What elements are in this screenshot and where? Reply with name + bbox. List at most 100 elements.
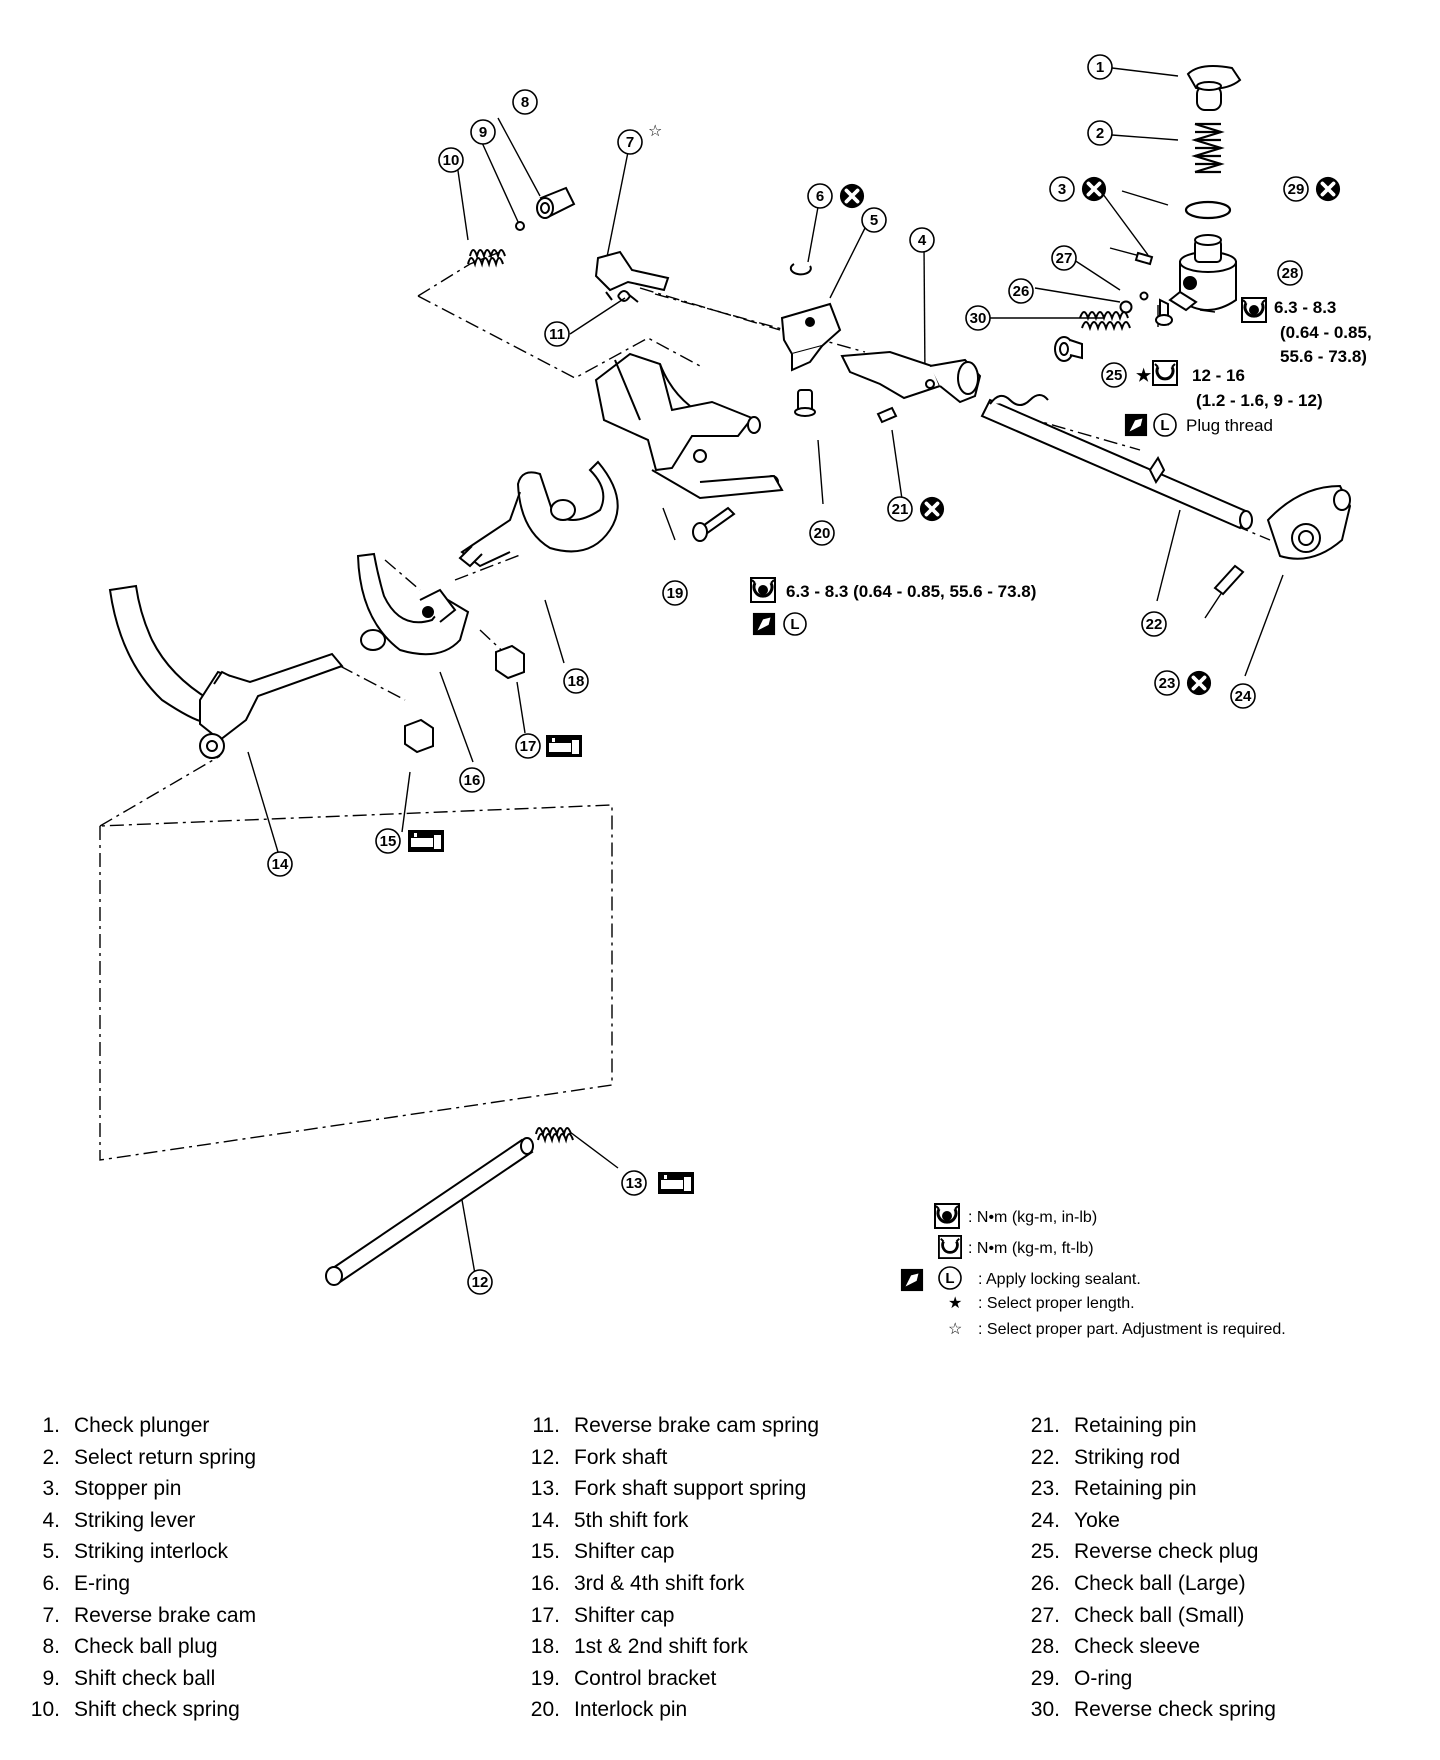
part-3-stopper-pin: [1134, 251, 1154, 266]
no-reuse-icon: [1315, 176, 1341, 202]
part-1-check-plunger: [1186, 65, 1242, 111]
callout-8: 8: [512, 89, 538, 115]
part-30-reverse-check-spring: [1079, 311, 1131, 332]
list-item: 30.Reverse check spring: [1030, 1698, 1276, 1722]
torque-wrench-icon: [938, 1235, 962, 1259]
list-item: 28.Check sleeve: [1030, 1635, 1201, 1659]
svg-text:6.3 - 8.3: 6.3 - 8.3: [1274, 298, 1336, 317]
spec-28: 6.3 - 8.3 (0.64 - 0.85, 55.6 - 73.8): [1241, 297, 1372, 366]
no-reuse-icon: [1186, 670, 1212, 696]
svg-text:: N•m (kg-m, in-lb): : N•m (kg-m, in-lb): [968, 1209, 1097, 1226]
leader-lines: [247, 67, 1284, 1275]
part-28-check-sleeve: [1168, 234, 1237, 312]
list-item: 1.Check plunger: [42, 1414, 210, 1437]
svg-text:13: 13: [626, 1175, 643, 1192]
svg-text:1: 1: [1096, 59, 1104, 76]
part-24-yoke: [1266, 484, 1352, 560]
callout-17: 17: [515, 733, 541, 759]
callout-27: 27: [1051, 245, 1077, 271]
svg-text:3: 3: [1058, 181, 1066, 198]
callout-23: 23: [1154, 670, 1180, 696]
part-5-striking-interlock: [780, 302, 842, 372]
spec-19: 6.3 - 8.3 (0.64 - 0.85, 55.6 - 73.8) L: [750, 577, 1036, 636]
svg-text:: N•m (kg-m, ft-lb): : N•m (kg-m, ft-lb): [968, 1240, 1094, 1257]
part-2-select-return-spring: [1191, 122, 1225, 174]
svg-text:26: 26: [1013, 283, 1030, 300]
part-6-e-ring: [789, 263, 812, 276]
svg-text:5: 5: [870, 212, 878, 229]
callout-22: 22: [1141, 611, 1167, 637]
svg-text:22: 22: [1146, 616, 1163, 633]
torque-wrench-icon: [750, 577, 776, 603]
callout-7: 7: [617, 129, 643, 155]
sealant-icon: [752, 612, 776, 636]
list-item: 26.Check ball (Large): [1030, 1571, 1246, 1595]
svg-text:18: 18: [568, 673, 585, 690]
svg-text:20: 20: [814, 525, 831, 542]
part-16-3rd-4th-shift-fork: [356, 552, 470, 656]
callout-15: 15: [375, 828, 401, 854]
part-18-1st-2nd-shift-fork: [458, 460, 619, 568]
list-item: 6.E-ring: [42, 1571, 131, 1595]
svg-text:: Select proper part. Adjustme: : Select proper part. Adjustment is requ…: [978, 1321, 1286, 1338]
torque-wrench-icon: [1152, 360, 1178, 386]
part-21-retaining-pin: [876, 406, 898, 424]
callout-24: 24: [1230, 683, 1256, 709]
list-item: 23.Retaining pin: [1030, 1477, 1197, 1501]
list-item: 14.5th shift fork: [530, 1508, 689, 1532]
sealant-icon: [900, 1268, 924, 1292]
svg-text:21: 21: [892, 501, 909, 518]
svg-text:7: 7: [626, 134, 634, 151]
list-item: 15.Shifter cap: [530, 1540, 675, 1564]
part-28-bolt: [1155, 298, 1173, 326]
list-item: 9.Shift check ball: [42, 1666, 216, 1690]
list-item: 2.Select return spring: [42, 1445, 257, 1469]
callout-20: 20: [809, 520, 835, 546]
alignment-lines: [99, 251, 1271, 1161]
svg-text:6.3 - 8.3 (0.64 - 0.85, 55.6 -: 6.3 - 8.3 (0.64 - 0.85, 55.6 - 73.8): [786, 582, 1036, 601]
svg-text:4: 4: [918, 232, 927, 249]
part-7-reverse-brake-cam: [594, 250, 670, 292]
callout-11: 11: [544, 321, 570, 347]
list-item: 12.Fork shaft: [530, 1445, 668, 1469]
part-17-shifter-cap: [495, 644, 525, 680]
list-item: 3.Stopper pin: [42, 1477, 182, 1501]
part-25-reverse-check-plug: [1054, 336, 1083, 362]
part-15-shifter-cap: [404, 718, 434, 754]
torque-wrench-icon: [934, 1203, 960, 1229]
svg-text:L: L: [945, 1270, 954, 1287]
list-item: 20.Interlock pin: [530, 1698, 688, 1722]
callout-16: 16: [459, 767, 485, 793]
list-item: 8.Check ball plug: [42, 1635, 218, 1659]
callout-4: 4: [909, 227, 935, 253]
svg-text:★: ★: [948, 1295, 962, 1312]
svg-text:(1.2 - 1.6, 9 - 12): (1.2 - 1.6, 9 - 12): [1196, 391, 1323, 410]
torque-wrench-icon: [1241, 297, 1267, 323]
grease-icon: [658, 1172, 694, 1194]
svg-text:L: L: [1160, 417, 1169, 434]
callout-5: 5: [861, 207, 887, 233]
svg-text:29: 29: [1288, 181, 1305, 198]
callout-10: 10: [438, 147, 464, 173]
svg-text:: Select proper length.: : Select proper length.: [978, 1295, 1135, 1312]
svg-text:16: 16: [464, 772, 481, 789]
svg-text:24: 24: [1235, 688, 1252, 705]
no-reuse-icon: [1081, 176, 1107, 202]
part-12-fork-shaft: [325, 1137, 534, 1286]
svg-text:2: 2: [1096, 125, 1104, 142]
no-reuse-icon: [919, 496, 945, 522]
part-14-5th-shift-fork: [108, 584, 344, 759]
svg-text:25: 25: [1106, 367, 1123, 384]
list-item: 25.Reverse check plug: [1030, 1540, 1259, 1564]
parts-column-1: 1.Check plunger 2.Select return spring 3…: [10, 1410, 256, 1726]
parts-column-3: 21.Retaining pin 22.Striking rod 23.Reta…: [1010, 1410, 1276, 1726]
svg-text:: Apply locking sealant.: : Apply locking sealant.: [978, 1271, 1141, 1288]
callout-12: 12: [467, 1269, 493, 1295]
svg-text:(0.64 - 0.85,: (0.64 - 0.85,: [1280, 323, 1372, 342]
list-item: 17.Shifter cap: [530, 1603, 675, 1627]
list-item: 18.1st & 2nd shift fork: [530, 1635, 748, 1659]
svg-text:14: 14: [272, 856, 289, 873]
list-item: 24.Yoke: [1030, 1508, 1120, 1532]
parts-list: 1.Check plunger 2.Select return spring 3…: [0, 1410, 1440, 1750]
svg-text:☆: ☆: [948, 1321, 962, 1338]
